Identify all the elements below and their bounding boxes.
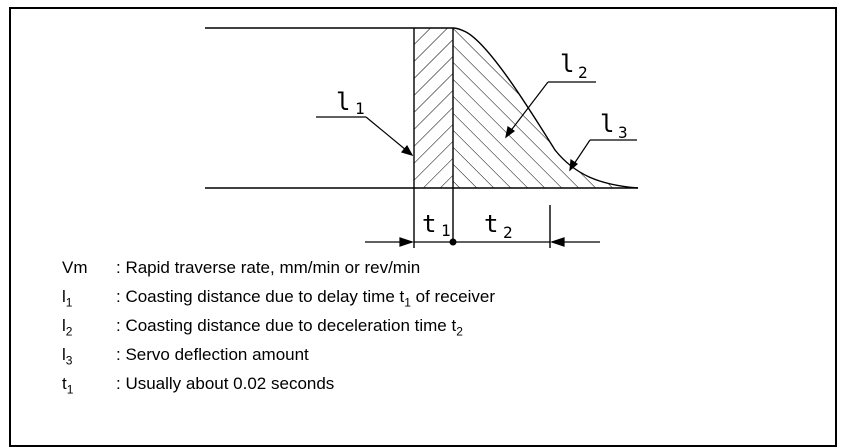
legend-description: : Coasting distance due to deceleration … bbox=[116, 316, 463, 339]
label-l3: l bbox=[600, 110, 614, 138]
label-l3-sub: 3 bbox=[618, 123, 628, 142]
label-l2: l bbox=[560, 50, 574, 78]
legend-symbol: l3 bbox=[62, 345, 73, 368]
leader-l3 bbox=[569, 139, 637, 172]
legend-description: : Rapid traverse rate, mm/min or rev/min bbox=[116, 258, 421, 277]
label-l2-sub: 2 bbox=[578, 63, 588, 82]
legend-row-l3: l3 : Servo deflection amount bbox=[62, 345, 309, 370]
coasting-diagram: l 1 l 2 l 3 t 1 t 2 bbox=[205, 27, 639, 248]
label-t2: t bbox=[484, 210, 498, 238]
legend-description: : Coasting distance due to delay time t1… bbox=[116, 287, 496, 310]
leader-l2 bbox=[505, 81, 596, 139]
legend-row-t1: t1 : Usually about 0.02 seconds bbox=[62, 374, 334, 399]
legend-description: : Servo deflection amount bbox=[116, 345, 309, 364]
legend-row-vm: Vm : Rapid traverse rate, mm/min or rev/m… bbox=[62, 258, 420, 283]
legend-row-l2: l2 : Coasting distance due to deceleratio… bbox=[62, 316, 463, 341]
region-l2-l3-hatch bbox=[453, 28, 638, 188]
legend-description: : Usually about 0.02 seconds bbox=[116, 374, 335, 393]
label-l1: l bbox=[336, 88, 350, 116]
legend-symbol: l2 bbox=[62, 316, 73, 339]
time-origin-dot bbox=[449, 238, 457, 246]
velocity-profile bbox=[205, 27, 639, 248]
label-t1-sub: 1 bbox=[441, 221, 451, 240]
time-dimension-line bbox=[365, 237, 600, 247]
legend-symbol: l1 bbox=[62, 287, 73, 310]
legend-symbol: t1 bbox=[62, 374, 74, 397]
region-l1-hatch bbox=[414, 28, 453, 188]
leader-l1 bbox=[316, 116, 414, 156]
label-t2-sub: 2 bbox=[503, 223, 513, 242]
label-t1: t bbox=[422, 210, 436, 238]
legend-row-l1: l1 : Coasting distance due to delay time … bbox=[62, 287, 495, 312]
legend-symbol: Vm bbox=[62, 258, 88, 277]
label-l1-sub: 1 bbox=[355, 99, 365, 118]
